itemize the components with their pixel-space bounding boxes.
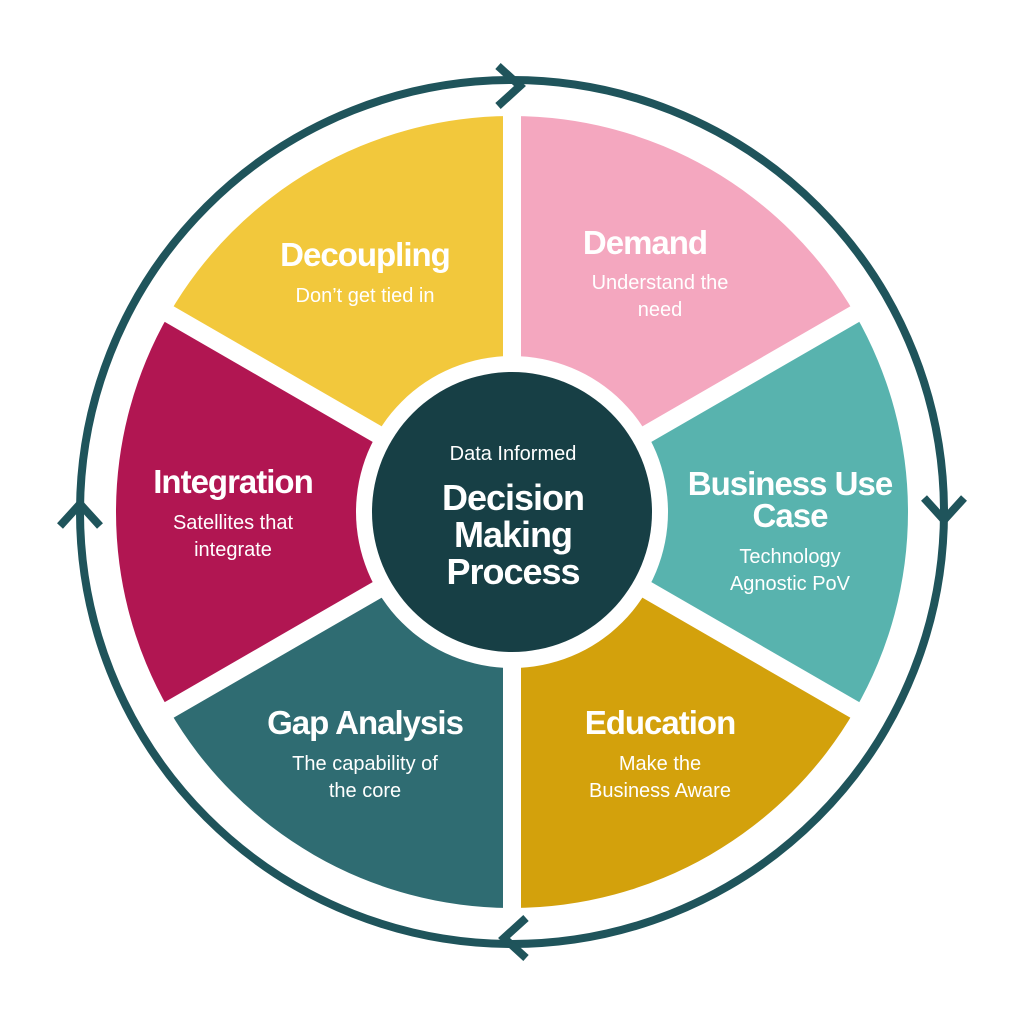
- center-title-line3: Process: [446, 551, 579, 592]
- education-subtitle-1: Make the: [619, 753, 701, 775]
- segment-divider: [633, 576, 869, 723]
- business-title-2: Case: [753, 497, 829, 534]
- education-subtitle-2: Business Aware: [589, 780, 731, 802]
- business-title-1: Business Use: [688, 465, 893, 502]
- integration-subtitle-1: Satellites that: [173, 512, 294, 534]
- segment-integration: [115, 314, 383, 710]
- center-subtitle: Data Informed: [450, 443, 577, 465]
- gap-analysis-subtitle-1: The capability of: [292, 753, 438, 775]
- business-subtitle-2: Agnostic PoV: [730, 573, 851, 595]
- chevron-up-icon: [57, 498, 103, 529]
- segment-business-use-case: [641, 314, 908, 710]
- chevron-right-icon: [495, 63, 526, 109]
- demand-subtitle-1: Understand the: [592, 272, 729, 294]
- demand-title: Demand: [583, 224, 707, 261]
- chevron-left-icon: [498, 915, 529, 961]
- integration-title: Integration: [153, 463, 313, 500]
- gap-analysis-title: Gap Analysis: [267, 704, 463, 741]
- business-subtitle-1: Technology: [739, 546, 840, 568]
- center-title-line1: Decision: [442, 477, 584, 518]
- chevron-down-icon: [921, 495, 967, 526]
- segment-divider: [155, 576, 391, 723]
- gap-analysis-subtitle-2: the core: [329, 780, 401, 802]
- segment-divider: [155, 301, 391, 448]
- integration-subtitle-2: integrate: [194, 539, 272, 561]
- decoupling-subtitle: Don’t get tied in: [296, 285, 435, 307]
- education-title: Education: [585, 704, 736, 741]
- segment-divider: [633, 301, 869, 448]
- demand-subtitle-2: need: [638, 299, 683, 321]
- decoupling-title: Decoupling: [280, 236, 450, 273]
- center-circle: [372, 372, 652, 652]
- center-title-line2: Making: [454, 514, 572, 555]
